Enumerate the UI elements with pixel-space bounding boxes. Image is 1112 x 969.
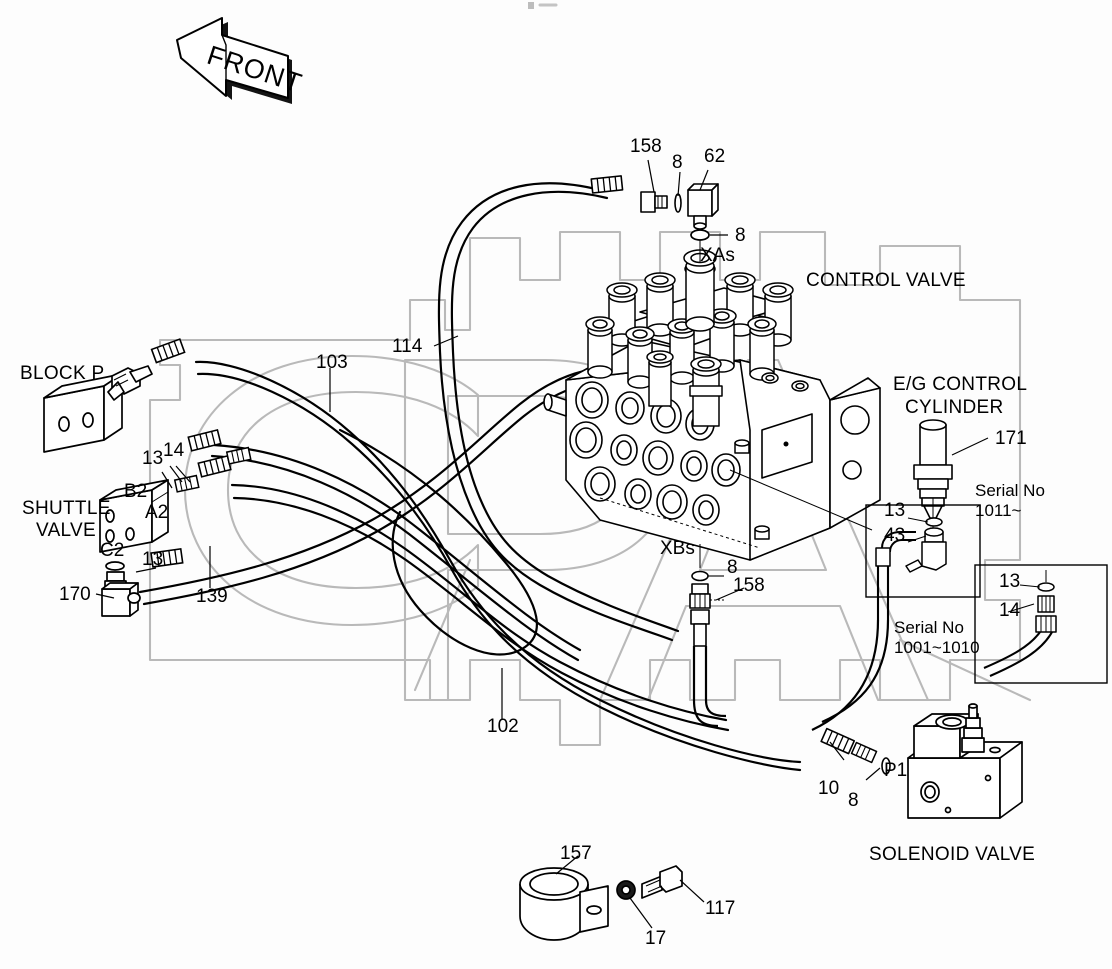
serial-note-1011-line2: 1011~ [975,501,1022,520]
leader-lines [95,159,881,781]
label-block-p: BLOCK P [20,363,105,384]
label-43-inset1: 43 [884,525,906,546]
label-158-xbs: 158 [733,575,765,596]
label-13-inset2: 13 [999,571,1021,592]
serial-note-1001-line2: 1001~1010 [894,638,980,657]
label-8-xas-oring: 8 [735,225,746,246]
label-158-top: 158 [630,136,662,157]
label-117-bolt: 117 [705,898,736,919]
label-171: 171 [995,428,1027,449]
label-13-shuttle-a: 13 [142,448,164,469]
clamp-assembly [519,865,683,941]
label-port-c2: C2 [100,540,125,561]
label-control-valve: CONTROL VALVE [806,270,966,291]
block-p-part [43,365,153,453]
label-8-top-washer: 8 [672,152,683,173]
label-8-xbs: 8 [727,557,738,578]
inset-box-1001 [974,564,1108,684]
valve-170-part [101,561,141,617]
front-arrow-icon [176,17,292,104]
label-103: 103 [316,352,348,373]
label-shuttle-valve-line1: SHUTTLE [22,498,111,519]
serial-note-1001-line1: Serial No [894,618,964,637]
label-139: 139 [196,586,228,607]
label-8-solenoid: 8 [848,790,859,811]
label-port-b2: B2 [124,481,148,502]
label-eg-cylinder-line2: CYLINDER [905,397,1004,418]
label-10-solenoid: 10 [818,778,840,799]
top-fitting-group [590,175,719,230]
label-62-elbow: 62 [704,146,726,167]
inset1-parts [875,517,947,620]
label-port-xas: XAs [700,245,735,266]
serial-note-1011-line1: Serial No [975,481,1045,500]
solenoid-valve-part [907,703,1023,819]
label-solenoid-valve: SOLENOID VALVE [869,844,1036,865]
label-157-clamp: 157 [560,843,592,864]
xbs-fitting-group [689,570,727,728]
label-port-xbs: XBs [660,538,695,559]
label-port-p1: P1 [884,760,908,781]
label-port-a2: A2 [145,502,169,523]
inset-box-1011 [865,504,981,598]
control-valve-spools [585,249,809,540]
label-eg-cylinder-line1: E/G CONTROL [893,374,1028,395]
label-14-inset2: 14 [999,600,1021,621]
label-13-inset1: 13 [884,500,906,521]
xas-oring [690,229,710,241]
solenoid-fitting-group [820,727,891,775]
label-114: 114 [392,336,423,357]
inset2-parts [983,570,1057,677]
label-shuttle-valve-line2: VALVE [36,520,96,541]
label-17-washer: 17 [645,928,667,949]
shuttle-valve-part [99,479,169,553]
label-14-shuttle: 14 [163,440,185,461]
label-102: 102 [487,716,519,737]
label-13-shuttle-b: 13 [142,549,164,570]
label-170: 170 [59,584,91,605]
